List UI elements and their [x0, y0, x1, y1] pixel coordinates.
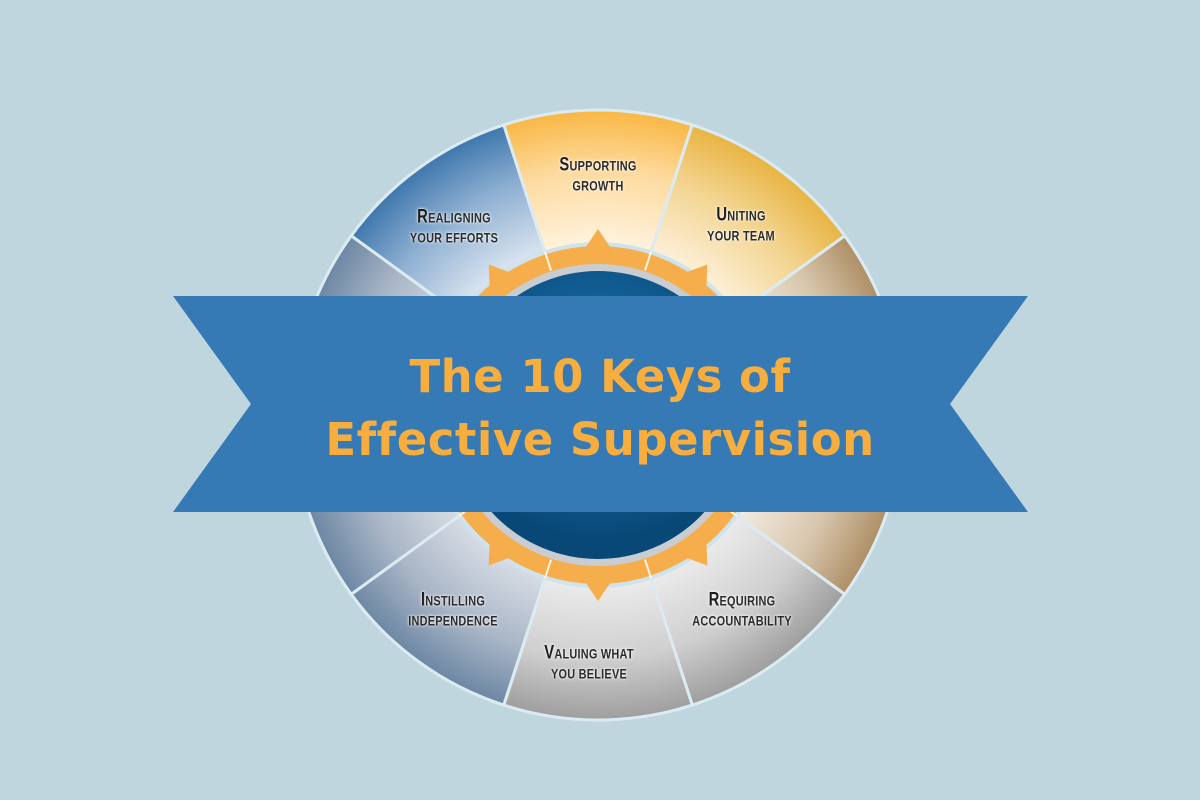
ring-spike [584, 581, 612, 601]
label-line-2: GROWTH [572, 177, 624, 194]
label-line-1: NSTILLING [425, 592, 486, 609]
label-initial: U [716, 204, 728, 226]
label-initial: R [417, 206, 429, 228]
label-initial: V [544, 642, 555, 664]
segment-label: INSTILLING INDEPENDENCE [396, 590, 511, 631]
segment-label: VALUING WHAT YOU BELIEVE [532, 643, 647, 684]
ring-divider [543, 251, 552, 271]
label-initial: S [559, 154, 570, 176]
label-line-2: INDEPENDENCE [408, 612, 498, 629]
label-line-1: UPPORTING [569, 157, 637, 174]
segment-label: REQUIRING ACCOUNTABILITY [678, 590, 806, 631]
segment-label: SUPPORTING GROWTH [549, 155, 648, 196]
label-line-1: NITING [727, 207, 766, 224]
segment-label: REALIGNING YOUR EFFORTS [397, 207, 510, 248]
label-line-1: EQUIRING [719, 592, 776, 609]
ring-divider [644, 251, 653, 271]
label-initial: I [420, 589, 426, 611]
label-line-2: YOUR EFFORTS [409, 229, 499, 246]
label-line-2: ACCOUNTABILITY [692, 612, 792, 629]
ring-divider [644, 559, 653, 579]
segment-label: UNITING YOUR TEAM [698, 205, 785, 246]
ring-divider [543, 559, 552, 579]
label-line-2: YOUR TEAM [707, 227, 775, 244]
ring-spike [584, 229, 612, 249]
title-line-2: Effective Supervision [325, 413, 875, 466]
label-line-2: YOU BELIEVE [550, 665, 627, 682]
page-title: The 10 Keys of Effective Supervision [250, 345, 950, 471]
title-line-1: The 10 Keys of [409, 350, 791, 403]
label-line-1: EALIGNING [428, 209, 491, 226]
label-initial: R [708, 589, 720, 611]
label-line-1: ALUING WHAT [554, 645, 634, 662]
